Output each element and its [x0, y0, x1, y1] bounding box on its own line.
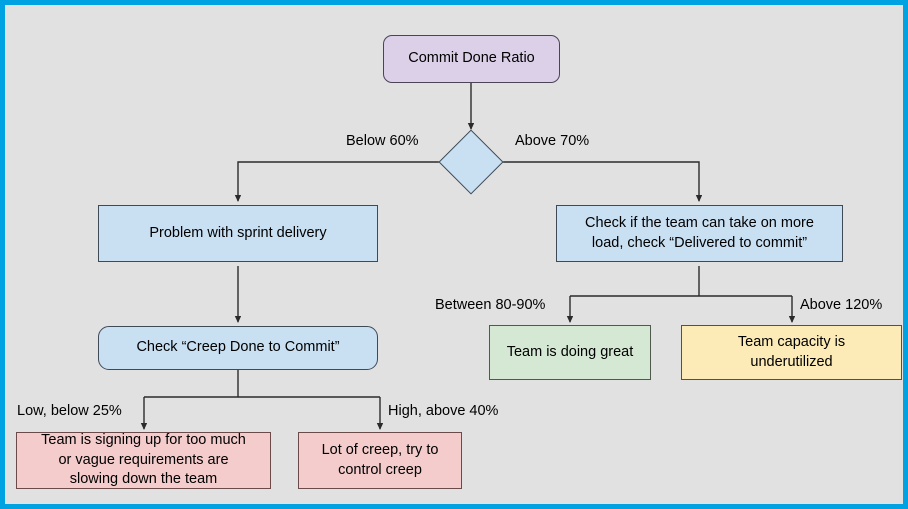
edge-label-above-120: Above 120%	[800, 297, 883, 313]
node-problem-with-sprint-delivery[interactable]: Problem with sprint delivery	[98, 205, 378, 262]
node-check-creep-done-to-commit[interactable]: Check “Creep Done to Commit”	[98, 326, 378, 370]
node-team-capacity-underutilized[interactable]: Team capacity is underutilized	[681, 325, 902, 380]
edge-label-high-above-40: High, above 40%	[388, 403, 499, 419]
edge-decision-to-problem	[234, 161, 439, 202]
edge-label-below-60: Below 60%	[346, 133, 419, 149]
edge-label-low-below-25: Low, below 25%	[17, 403, 122, 419]
node-team-signing-up-too-much[interactable]: Team is signing up for too much or vague…	[16, 432, 271, 489]
node-team-is-doing-great[interactable]: Team is doing great	[489, 325, 651, 380]
node-decision-diamond[interactable]	[438, 129, 504, 195]
node-commit-done-ratio[interactable]: Commit Done Ratio	[383, 35, 560, 83]
edge-label-between-80-90: Between 80-90%	[435, 297, 546, 313]
node-lot-of-creep[interactable]: Lot of creep, try to control creep	[298, 432, 462, 489]
diagram-canvas: Commit Done Ratio Below 60% Above 70% Pr…	[5, 5, 903, 504]
edge-decision-to-capacity	[503, 161, 703, 202]
edge-label-above-70: Above 70%	[515, 133, 590, 149]
node-check-team-capacity[interactable]: Check if the team can take on more load,…	[556, 205, 843, 262]
